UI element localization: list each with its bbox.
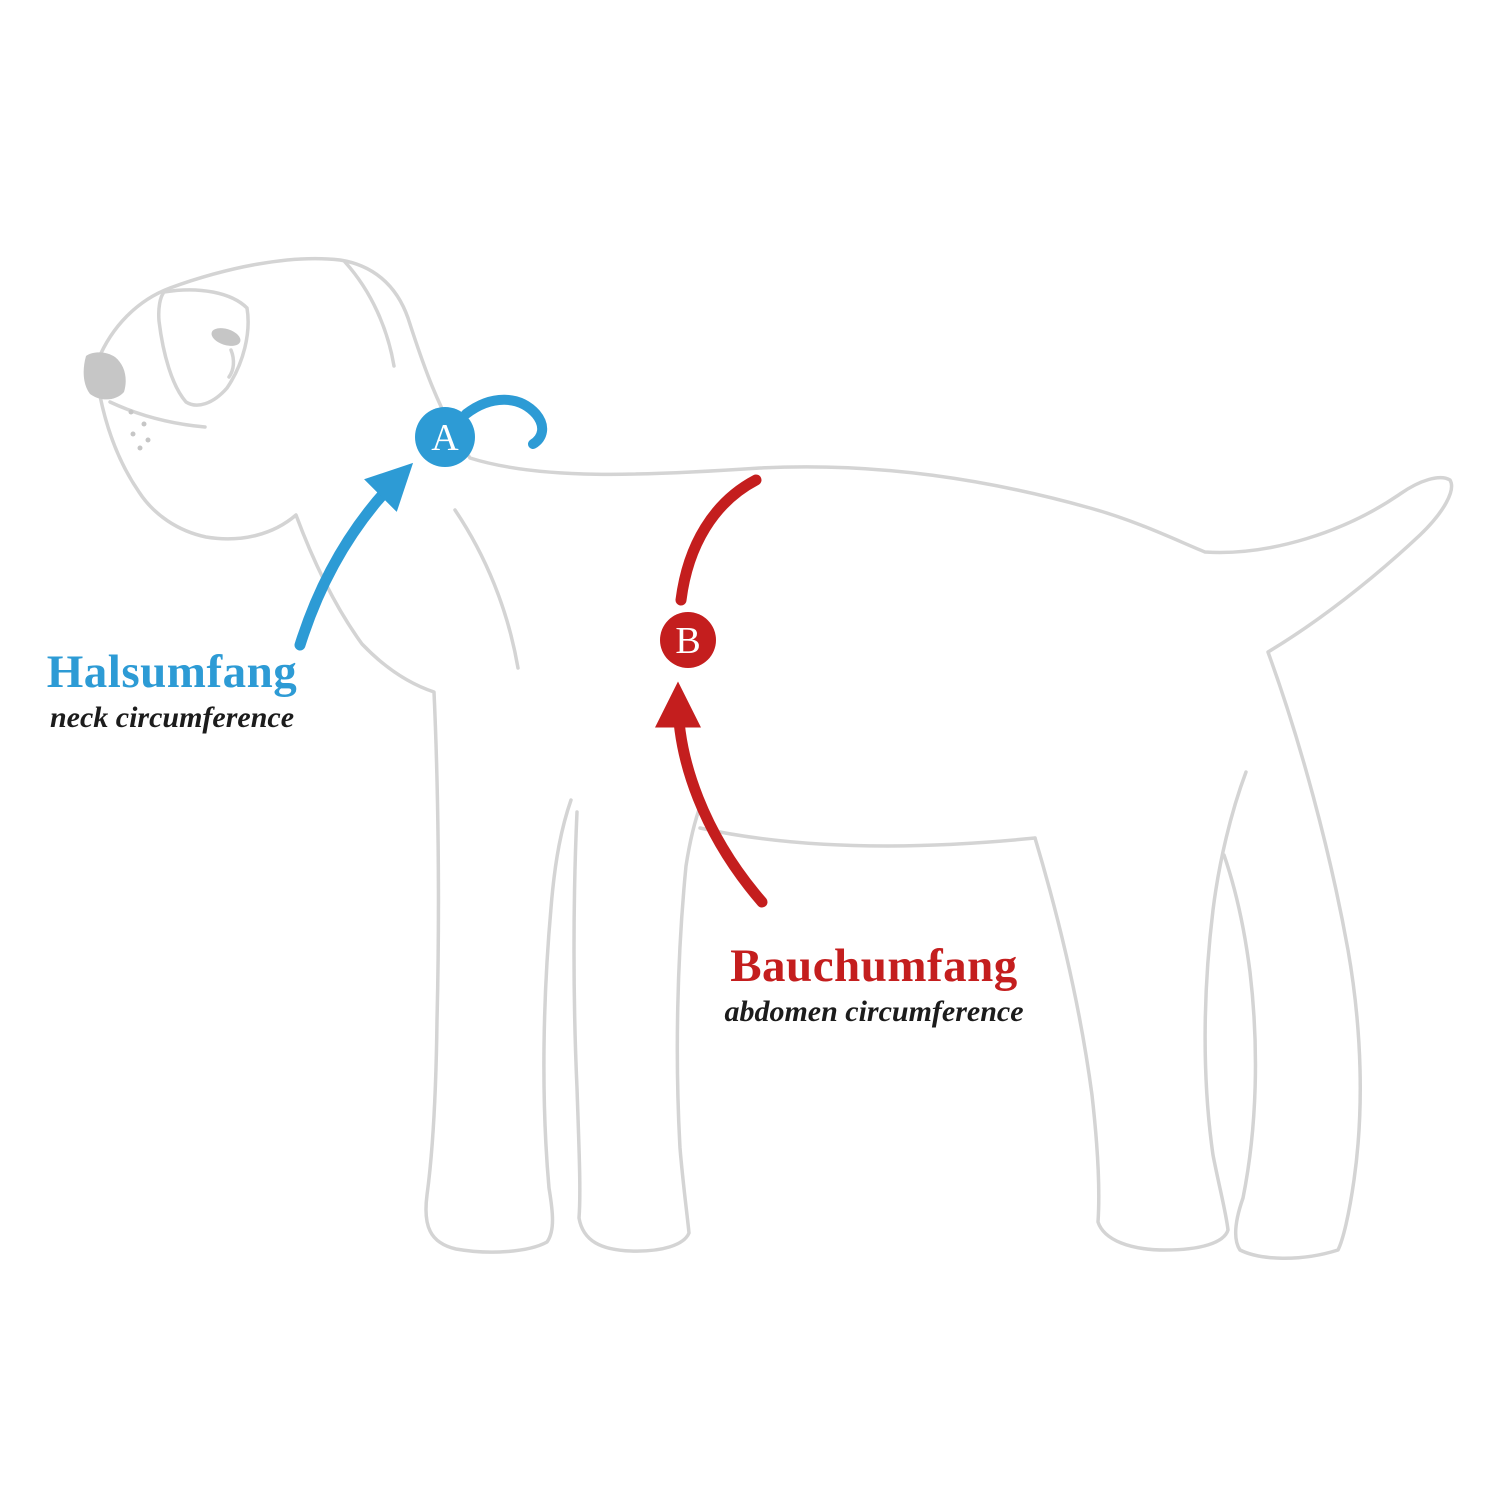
dog-far-ear-line	[343, 260, 396, 368]
abdomen-marker-circle	[660, 612, 716, 668]
neck-tape-hook	[461, 394, 548, 449]
dog-eye	[211, 328, 241, 346]
dog-muzzle-dot	[130, 431, 136, 437]
dog-chest-and-front-leg-line	[98, 394, 573, 1254]
dog-muzzle-dot	[141, 421, 147, 427]
dog-back-and-tail-line	[96, 256, 1454, 1260]
dog-outline	[96, 256, 1454, 1260]
dog-muzzle-dot	[145, 437, 151, 443]
dog-mouth-line	[108, 400, 207, 429]
dog-belly-line	[698, 826, 1037, 848]
abdomen-label-title: Bauchumfang	[730, 940, 1018, 992]
dog-rear-leg-line	[1033, 770, 1248, 1252]
neck-label-title: Halsumfang	[46, 646, 298, 698]
abdomen-measurement-annotation: B	[654, 474, 768, 908]
abdomen-label-block: Bauchumfang abdomen circumference	[688, 940, 1060, 1029]
abdomen-arrow	[654, 681, 768, 908]
neck-label-block: Halsumfang neck circumference	[22, 646, 322, 735]
neck-measurement-annotation: A	[294, 394, 548, 651]
neck-arrow	[294, 462, 414, 651]
neck-label-subtitle: neck circumference	[49, 701, 295, 735]
dog-shoulder-line	[453, 508, 520, 670]
neck-marker-letter: A	[431, 417, 459, 459]
dog-second-front-leg-line	[572, 802, 703, 1253]
dog-nose	[83, 352, 126, 400]
abdomen-label-subtitle: abdomen circumference	[724, 995, 1024, 1029]
dog-muzzle-dot	[128, 409, 134, 415]
dog-face-details	[83, 328, 241, 451]
dog-ear	[157, 288, 250, 407]
neck-marker-circle	[415, 407, 475, 467]
dog-muzzle-dot	[137, 445, 143, 451]
abdomen-tape-hook	[675, 474, 762, 606]
dog-eye-tear-line	[227, 348, 236, 379]
abdomen-marker-letter: B	[675, 620, 700, 662]
